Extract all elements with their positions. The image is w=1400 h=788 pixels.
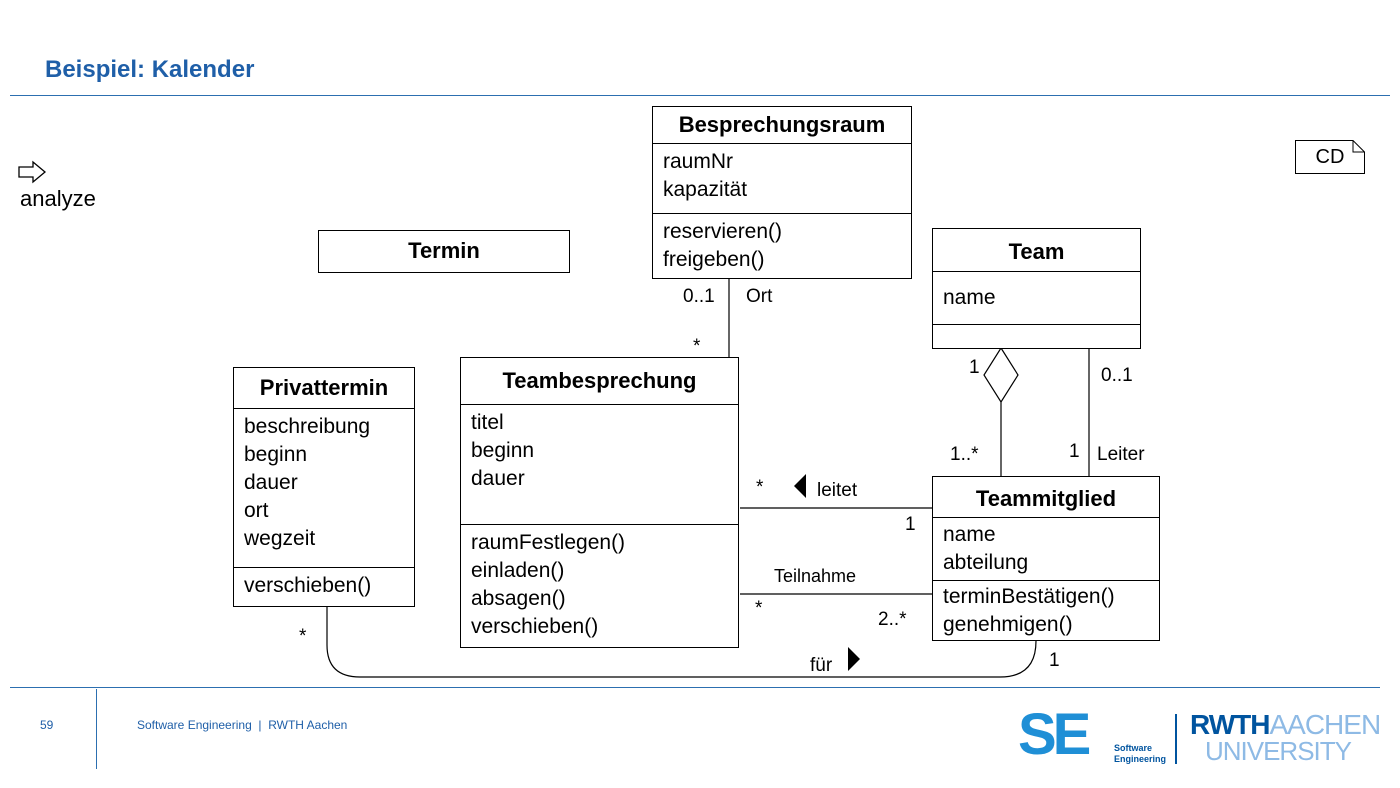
fuer-direction-icon (848, 647, 860, 671)
rwth-logo-bold: RWTH (1190, 709, 1270, 740)
fuer-mult-member: 1 (1049, 650, 1060, 671)
class-name: Privattermin (259, 375, 389, 400)
attribute-section: name (933, 271, 1140, 324)
ort-name: Ort (746, 286, 773, 307)
operation-section (933, 324, 1140, 348)
cd-tag: CD (1295, 140, 1365, 174)
attribute: name (943, 523, 996, 546)
analyze-arrow-icon (18, 160, 47, 184)
teilnahme-mult-besprechung: * (755, 598, 763, 619)
attribute-section: name abteilung (933, 517, 1159, 580)
attribute: ort (244, 499, 269, 522)
attribute: beschreibung (244, 415, 371, 438)
attribute: titel (471, 411, 504, 434)
footer-divider (10, 687, 1380, 688)
rwth-logo-line2: UNIVERSITY (1204, 736, 1352, 766)
se-logo-mark: SE (1018, 702, 1091, 767)
operation: absagen() (471, 587, 566, 610)
attribute: dauer (244, 471, 298, 494)
operation-section: verschieben() (234, 567, 414, 606)
attribute-section: raumNr kapazität (653, 143, 911, 213)
page-title: Beispiel: Kalender (45, 56, 255, 83)
se-logo-sub2: Engineering (1114, 754, 1167, 764)
ort-mult-raum: 0..1 (683, 286, 715, 307)
teilnahme-name: Teilnahme (774, 566, 857, 586)
operation-section: reservieren() freigeben() (653, 213, 911, 278)
footer-text: Software Engineering | RWTH Aachen (137, 718, 348, 732)
attribute: dauer (471, 467, 525, 490)
attribute: beginn (244, 443, 308, 466)
attribute: kapazität (663, 178, 748, 201)
attribute: raumNr (663, 150, 734, 173)
leiter-mult-team: 0..1 (1101, 365, 1133, 386)
operation-section: terminBestätigen() genehmigen() (933, 580, 1159, 640)
attribute: wegzeit (244, 527, 316, 550)
operation: einladen() (471, 559, 565, 582)
operation: reservieren() (663, 220, 783, 243)
leiter-mult-member: 1 (1069, 441, 1080, 462)
operation: terminBestätigen() (943, 585, 1115, 608)
class-teambesprechung[interactable]: Teambesprechung titel beginn dauer raumF… (460, 357, 739, 648)
attribute-section: beschreibung beginn dauer ort wegzeit (234, 408, 414, 567)
rwth-logo-light: AACHEN (1269, 709, 1381, 740)
analyze-label: analyze (20, 186, 96, 211)
footer-vertical-divider (96, 689, 97, 769)
class-name: Besprechungsraum (678, 112, 886, 137)
cd-tag-outline (1295, 140, 1365, 174)
leitet-mult-besprechung: * (756, 477, 764, 498)
page-number: 59 (40, 718, 54, 732)
attribute: name (943, 286, 996, 309)
ort-mult-besprechung: * (693, 336, 701, 357)
operation-section: raumFestlegen() einladen() absagen() ver… (461, 524, 738, 647)
se-logo: SE Software Engineering (1018, 702, 1168, 767)
title-divider (10, 95, 1390, 96)
operation: freigeben() (663, 248, 765, 271)
class-privattermin[interactable]: Privattermin beschreibung beginn dauer o… (233, 367, 415, 607)
class-termin[interactable]: Termin (318, 230, 570, 273)
operation: verschieben() (471, 615, 599, 638)
leitet-mult-member: 1 (905, 514, 916, 535)
aggregation-mult-member: 1..* (950, 444, 979, 465)
fuer-mult-privat: * (299, 626, 307, 647)
class-besprechungsraum[interactable]: Besprechungsraum raumNr kapazität reserv… (652, 106, 912, 279)
attribute-section: titel beginn dauer (461, 404, 738, 524)
leitet-name: leitet (817, 480, 858, 501)
leitet-direction-icon (794, 474, 806, 498)
logo-separator (1175, 714, 1177, 764)
leiter-name: Leiter (1097, 444, 1145, 465)
cd-label: CD (1315, 146, 1345, 168)
class-teammitglied[interactable]: Teammitglied name abteilung terminBestät… (932, 476, 1160, 641)
operation: genehmigen() (943, 613, 1073, 636)
attribute: beginn (471, 439, 535, 462)
operation: raumFestlegen() (471, 531, 626, 554)
attribute: abteilung (943, 551, 1029, 574)
class-team[interactable]: Team name (932, 228, 1141, 349)
operation: verschieben() (244, 574, 372, 597)
fuer-name: für (810, 655, 833, 676)
rwth-logo: RWTHAACHEN UNIVERSITY (1190, 709, 1381, 768)
se-logo-sub1: Software (1114, 743, 1153, 753)
class-name: Teammitglied (975, 486, 1117, 511)
class-name: Termin (408, 238, 480, 263)
class-name: Team (1008, 239, 1065, 264)
teilnahme-mult-member: 2..* (878, 609, 907, 630)
class-name: Teambesprechung (502, 368, 697, 393)
aggregation-mult-team: 1 (969, 357, 980, 378)
